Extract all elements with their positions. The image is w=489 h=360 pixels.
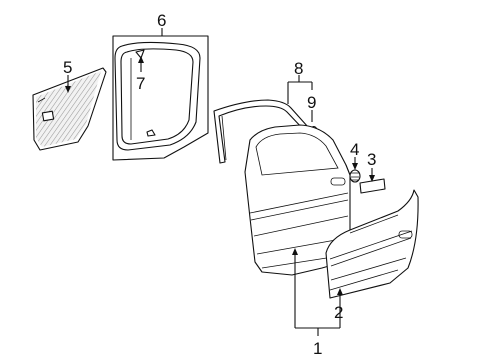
leader-lines	[65, 28, 375, 336]
callout-1: 1	[313, 339, 322, 358]
door-skin-part[interactable]	[325, 189, 419, 299]
door-glass-part[interactable]	[32, 67, 107, 151]
callout-7: 7	[136, 74, 145, 93]
callout-6: 6	[157, 11, 166, 30]
door-shell-part[interactable]	[244, 124, 351, 276]
weatherstrip-part[interactable]	[112, 35, 209, 161]
callout-4: 4	[350, 140, 359, 159]
callout-5: 5	[63, 58, 72, 77]
callout-2: 2	[334, 303, 343, 322]
callout-labels: 5 6 7 8 9 4 3 2 1	[63, 11, 376, 358]
grommet-part[interactable]	[349, 169, 361, 183]
sash-molding-part[interactable]	[213, 99, 309, 164]
seal-plate-part[interactable]	[359, 178, 386, 194]
callout-8: 8	[294, 59, 303, 78]
callout-9: 9	[307, 93, 316, 112]
callout-3: 3	[367, 150, 376, 169]
